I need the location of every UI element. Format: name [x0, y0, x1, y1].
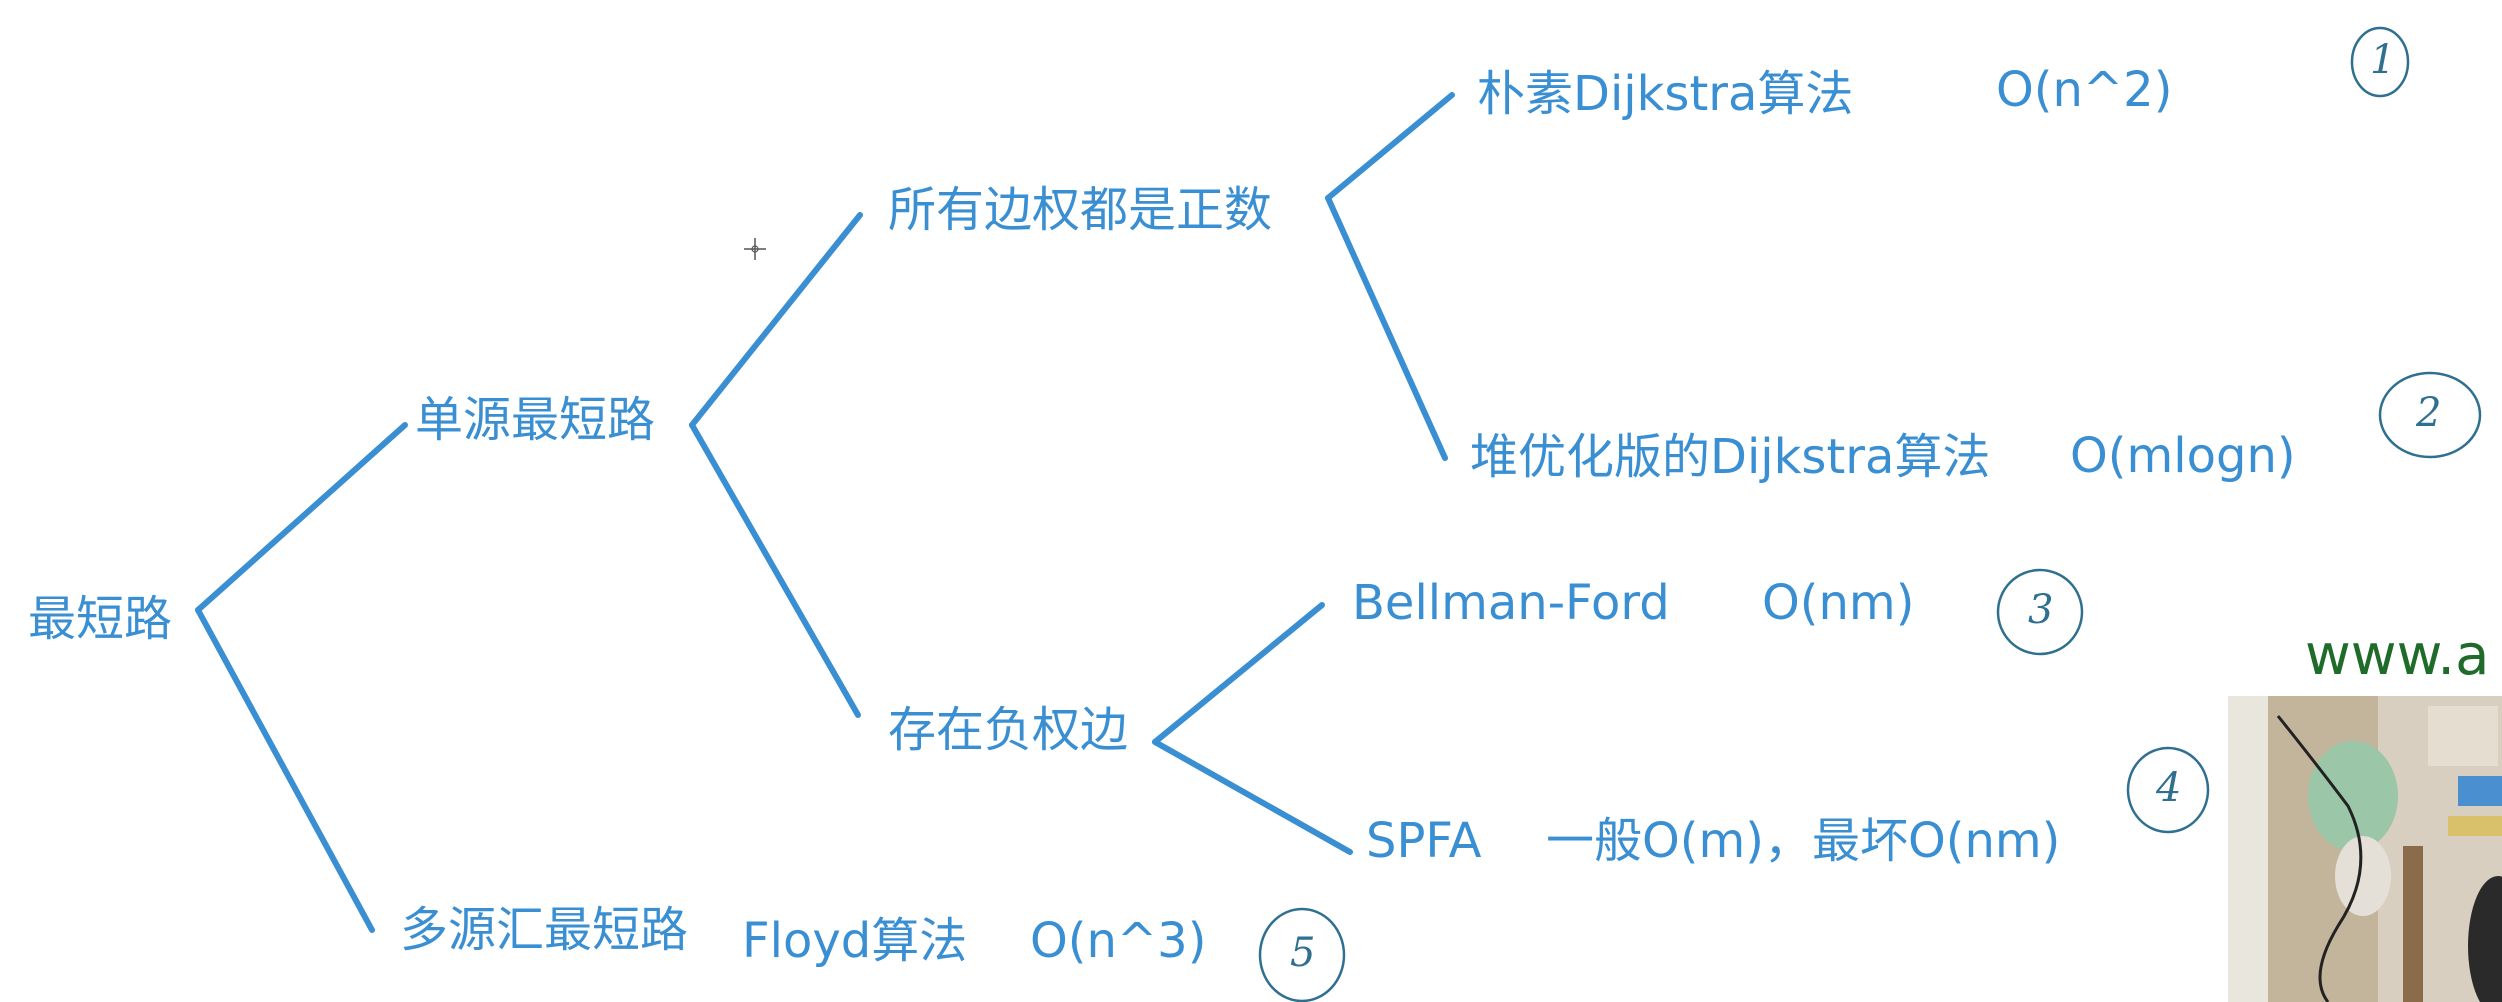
circle-5 — [1258, 907, 1346, 1002]
annotation-4: 4 — [2156, 765, 2182, 811]
circle-3 — [1996, 568, 2084, 656]
complexity-bellman-ford: O(nm) — [1762, 575, 1915, 631]
watermark-text: www.a — [2305, 623, 2490, 688]
edge-root-multi — [195, 607, 375, 933]
edge-single-negative — [689, 422, 861, 718]
annotation-5: 5 — [1290, 930, 1316, 976]
edge-positive-naive — [1325, 92, 1455, 201]
crosshair-cursor-icon — [744, 238, 766, 260]
node-floyd: Floyd算法 — [742, 913, 968, 969]
webcam-overlay — [2228, 696, 2502, 1002]
node-has-negative: 存在负权边 — [888, 702, 1129, 758]
circle-2 — [2378, 371, 2482, 459]
node-bellman-ford: Bellman-Ford — [1352, 575, 1670, 631]
node-heap-dijkstra: 堆优化版的Dijkstra算法 — [1470, 429, 1991, 485]
node-naive-dijkstra: 朴素Dijkstra算法 — [1477, 66, 1854, 122]
annotation-2: 2 — [2416, 390, 2442, 436]
node-all-positive: 所有边权都是正数 — [888, 182, 1273, 238]
edge-negative-spfa — [1152, 739, 1353, 855]
node-spfa: SPFA — [1366, 813, 1482, 869]
edge-positive-heap — [1325, 195, 1448, 461]
circle-1 — [2350, 26, 2410, 98]
node-root: 最短路 — [28, 591, 173, 647]
circle-4 — [2126, 746, 2210, 834]
annotation-1: 1 — [2370, 37, 2396, 83]
node-multi-source: 多源汇最短路 — [400, 902, 689, 958]
annotation-3: 3 — [2028, 587, 2054, 633]
webcam-scene-icon — [2228, 696, 2502, 1002]
edge-root-single — [195, 422, 408, 613]
complexity-heap-dijkstra: O(mlogn) — [2070, 428, 2296, 484]
complexity-naive-dijkstra: O(n^2) — [1996, 62, 2173, 118]
edge-single-positive — [689, 212, 863, 428]
complexity-floyd: O(n^3) — [1030, 913, 1207, 969]
edge-negative-bellman — [1152, 602, 1325, 745]
complexity-spfa: 一般O(m)，最坏O(nm) — [1546, 813, 2061, 869]
node-single-source: 单源最短路 — [415, 392, 656, 448]
